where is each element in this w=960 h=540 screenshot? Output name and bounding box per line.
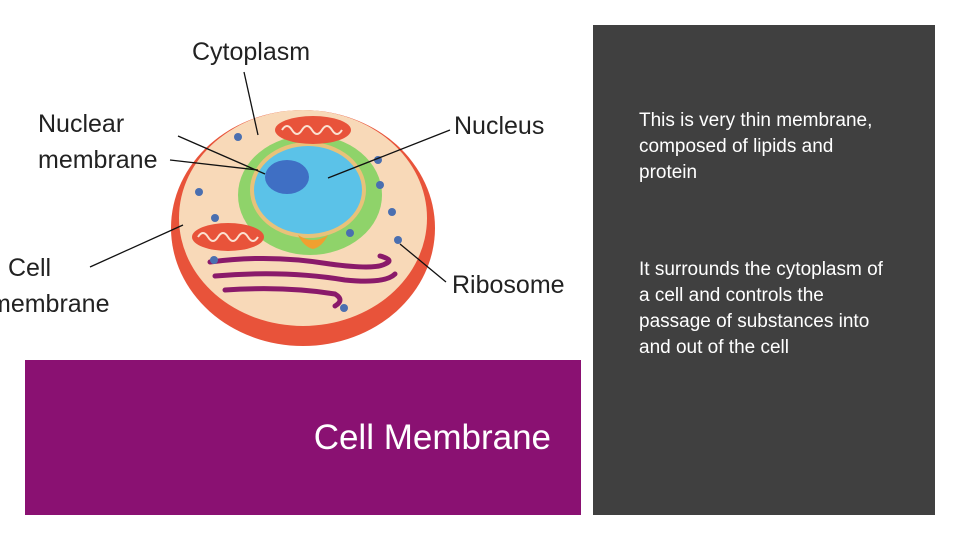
rough-er-strand-2	[212, 271, 398, 284]
rough-er-strand-3	[222, 286, 343, 309]
info-panel: This is very thin membrane, composed of …	[593, 25, 935, 515]
slide-title: Cell Membrane	[313, 418, 551, 457]
rough-er-strand	[207, 253, 392, 270]
label-nucleus: Nucleus	[454, 112, 544, 140]
ribosomes	[195, 133, 402, 312]
pointer-lines	[89, 71, 451, 283]
title-bar: Cell Membrane	[25, 360, 581, 515]
label-cytoplasm: Cytoplasm	[192, 38, 310, 66]
nucleus-shape	[254, 146, 362, 234]
cell-diagram: Cytoplasm Nuclear membrane Nucleus Cell …	[0, 38, 565, 346]
label-cell-membrane-line2: membrane	[0, 290, 110, 318]
label-nuclear-membrane-line2: membrane	[38, 146, 158, 174]
mitochondrion-left-crista	[197, 232, 259, 242]
mitochondrion-top-crista	[281, 125, 343, 135]
label-ribosome: Ribosome	[452, 271, 565, 299]
nucleolus-shape	[265, 160, 309, 194]
paragraph-1: This is very thin membrane, composed of …	[639, 110, 873, 183]
paragraph-2: It surrounds the cytoplasm of a cell and…	[639, 259, 883, 358]
label-cell-membrane-line1: Cell	[8, 254, 51, 282]
label-nuclear-membrane-line1: Nuclear	[38, 110, 124, 138]
golgi-shape	[298, 235, 328, 249]
